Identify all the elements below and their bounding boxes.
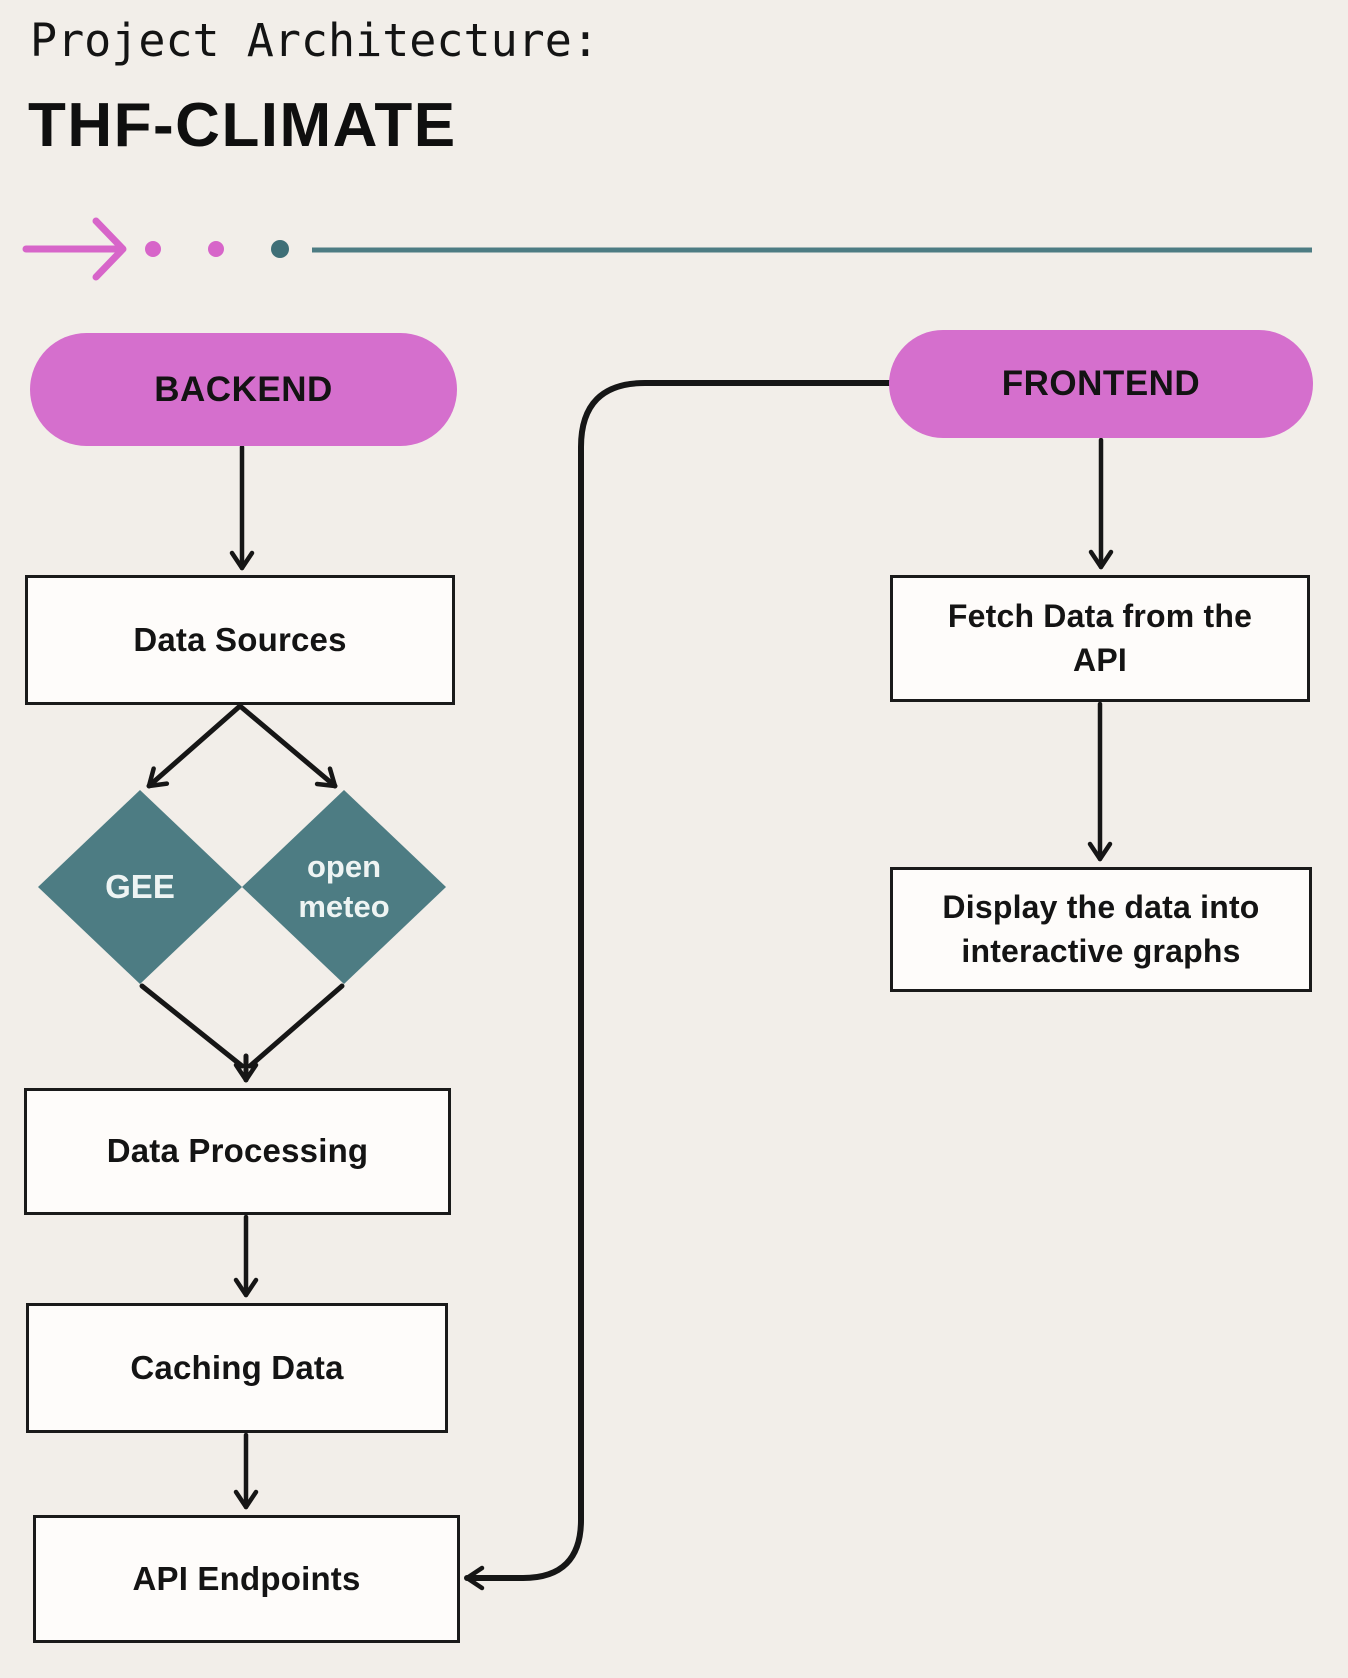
backend-pill: BACKEND (30, 333, 457, 446)
diamond-openmeteo-shape (242, 790, 446, 984)
deco-dot-2 (208, 241, 224, 257)
node-caching-data: Caching Data (26, 1303, 448, 1433)
line-merge-left (139, 983, 245, 1069)
node-display-data-label: Display the data into interactive graphs (942, 889, 1260, 969)
page-title: THF-CLIMATE (28, 91, 457, 160)
diamond-open-meteo: open meteo (242, 790, 446, 984)
page-kicker: Project Architecture: (30, 14, 599, 67)
diamond-gee: GEE (38, 790, 242, 984)
node-api-endpoints: API Endpoints (33, 1515, 460, 1643)
diamond-open-meteo-label: open meteo (298, 848, 390, 924)
deco-dot-1 (145, 241, 161, 257)
node-api-endpoints-label: API Endpoints (132, 1559, 361, 1597)
line-merge-right (247, 983, 345, 1069)
node-fetch-data: Fetch Data from the API (890, 575, 1310, 702)
diamond-gee-label: GEE (105, 867, 175, 905)
frontend-pill-label: FRONTEND (1001, 364, 1201, 403)
node-caching-data-label: Caching Data (130, 1348, 344, 1386)
deco-arrow-chevron (92, 217, 127, 281)
node-data-sources: Data Sources (25, 575, 455, 705)
connector-frontend-to-api (464, 380, 896, 1591)
node-data-sources-label: Data Sources (133, 620, 347, 658)
node-fetch-data-label: Fetch Data from the API (947, 598, 1253, 678)
arrow-split-left (146, 703, 243, 789)
arrow-split-right (237, 703, 338, 789)
node-display-data: Display the data into interactive graphs (890, 867, 1312, 992)
node-data-processing: Data Processing (24, 1088, 451, 1215)
backend-pill-label: BACKEND (154, 369, 333, 409)
node-data-processing-label: Data Processing (106, 1132, 369, 1170)
diamond-gee-shape (38, 790, 242, 984)
frontend-pill: FRONTEND (889, 330, 1313, 438)
deco-dot-3 (271, 240, 289, 258)
